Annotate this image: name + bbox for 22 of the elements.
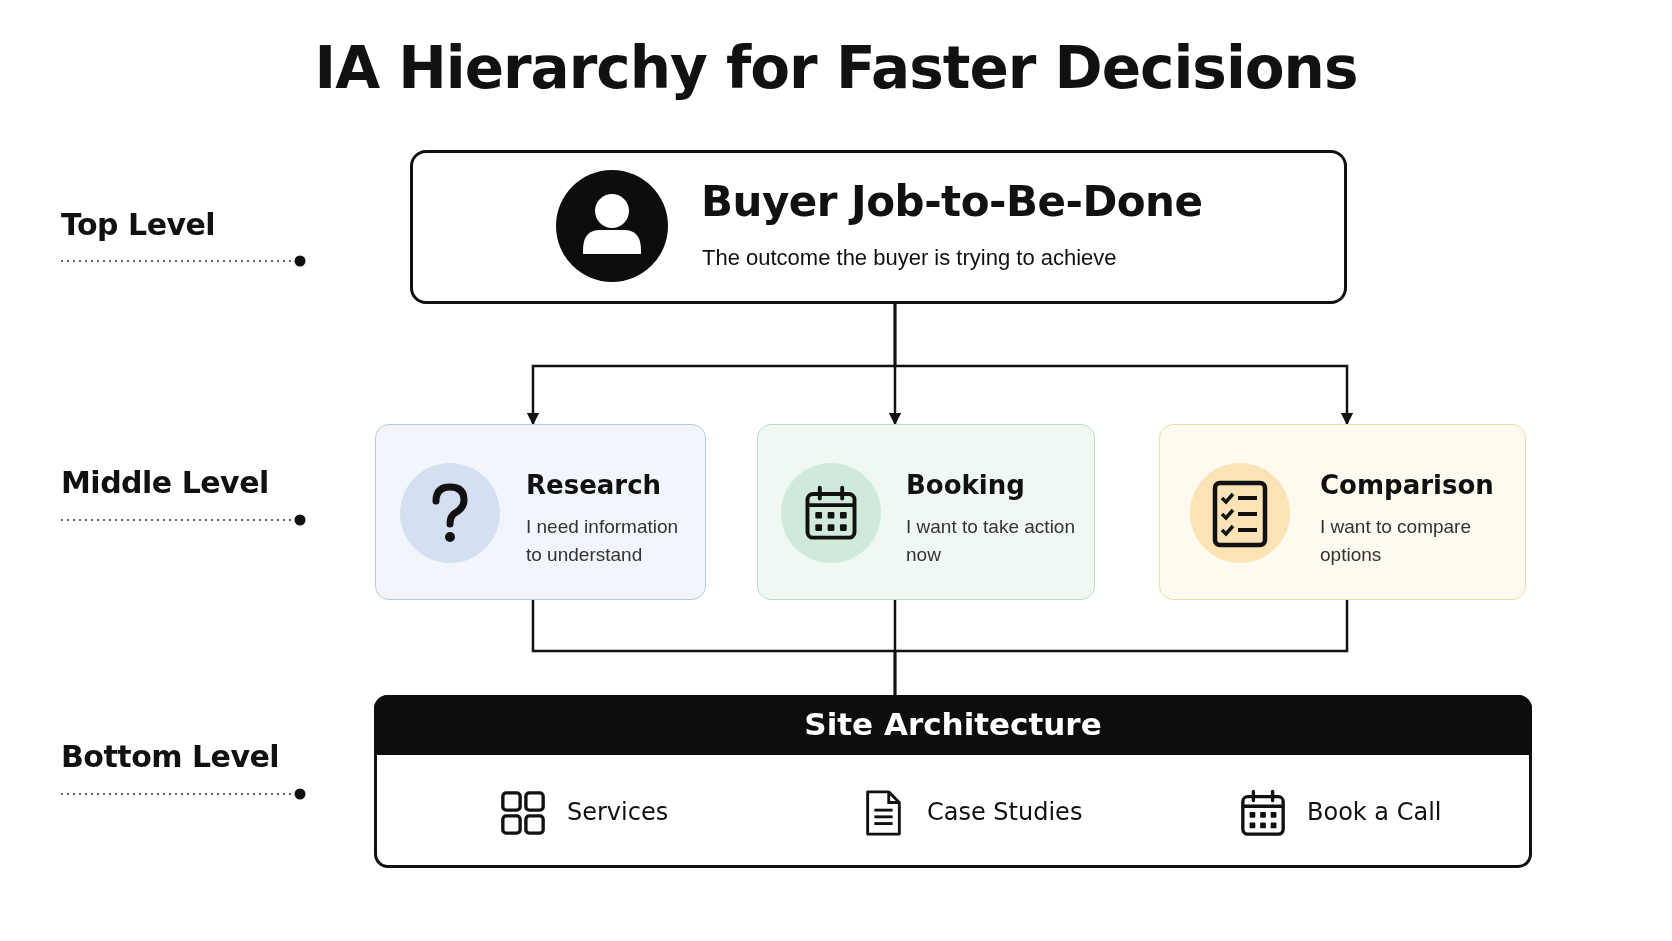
section-link-label: Book a Call [1307, 798, 1442, 826]
category-card [757, 424, 1095, 600]
architecture-panel [374, 695, 1532, 868]
diagram-title: IA Hierarchy for Faster Decisions [314, 34, 1358, 102]
card-description: I need information to understand [526, 515, 680, 567]
box-subtitle: The outcome the buyer is trying to achieve [702, 245, 1117, 271]
category-card [375, 424, 706, 600]
level-label: Bottom Level [61, 739, 280, 774]
level-label: Middle Level [61, 465, 269, 500]
card-title: Research [526, 470, 662, 500]
section-link-label: Case Studies [927, 798, 1083, 826]
section-link-label: Services [567, 798, 669, 826]
card-description: I want to compare options [1320, 515, 1473, 567]
connector-arrow [893, 304, 1354, 426]
category-card [1159, 424, 1526, 600]
card-description: I want to take action now [906, 515, 1076, 567]
goal-box [410, 150, 1347, 304]
level-label: Top Level [61, 207, 216, 242]
card-title: Booking [906, 470, 1025, 500]
card-title: Comparison [1320, 470, 1494, 500]
box-title: Buyer Job-to-Be-Done [701, 177, 1203, 226]
panel-header: Site Architecture [374, 695, 1532, 755]
